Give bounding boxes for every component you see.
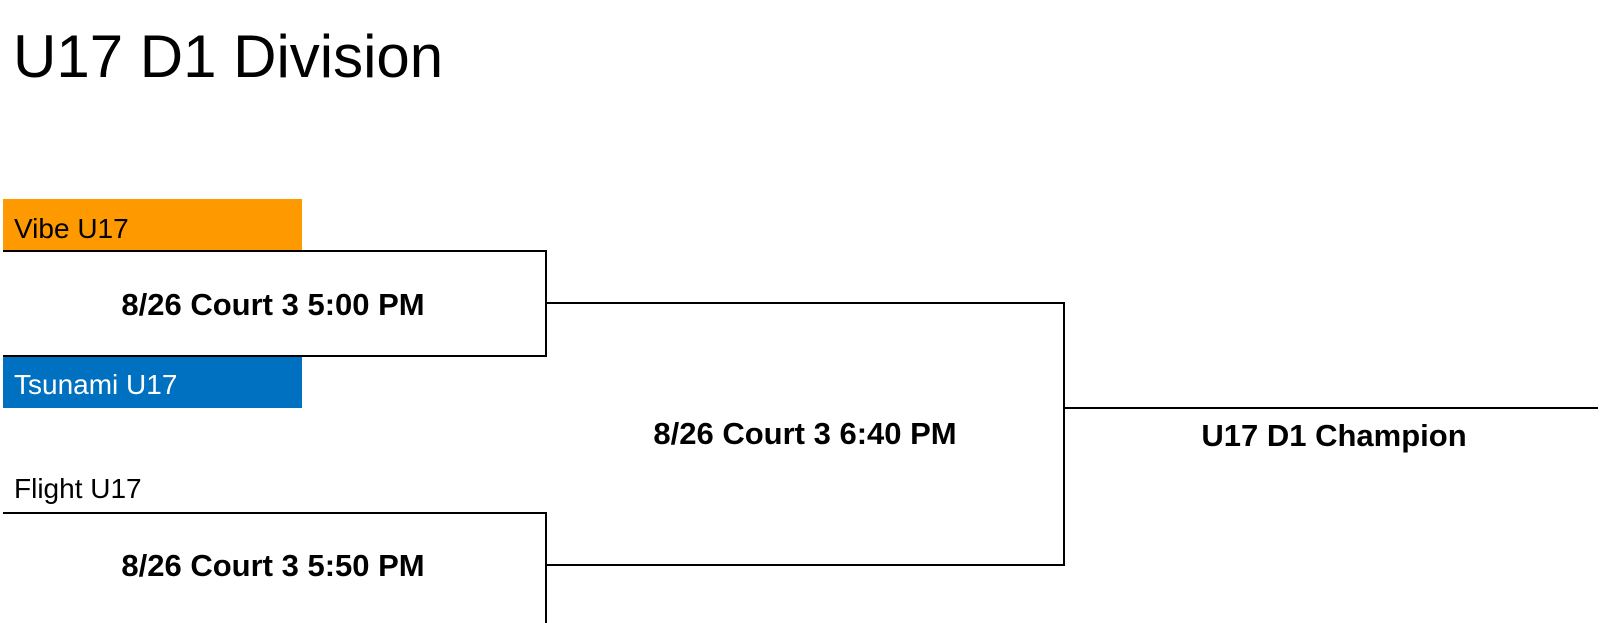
bracket-line (1063, 407, 1598, 409)
bracket-line (3, 512, 547, 514)
match-label-final: 8/26 Court 3 6:40 PM (653, 416, 957, 451)
bracket-line (3, 250, 547, 252)
champion-label: U17 D1 Champion (1201, 418, 1467, 453)
match-label-semifinal-1: 8/26 Court 3 5:00 PM (121, 287, 425, 322)
bracket-line (1063, 302, 1065, 566)
team-slot-vibe: Vibe U17 (3, 199, 302, 252)
bracket-line (545, 564, 1065, 566)
match-label-semifinal-2: 8/26 Court 3 5:50 PM (121, 548, 425, 583)
page-title: U17 D1 Division (13, 23, 444, 90)
bracket-line (3, 355, 547, 357)
bracket-line (545, 302, 1065, 304)
team-slot-tsunami: Tsunami U17 (3, 355, 302, 408)
bracket-line (545, 512, 547, 623)
team-slot-flight: Flight U17 (14, 473, 142, 504)
